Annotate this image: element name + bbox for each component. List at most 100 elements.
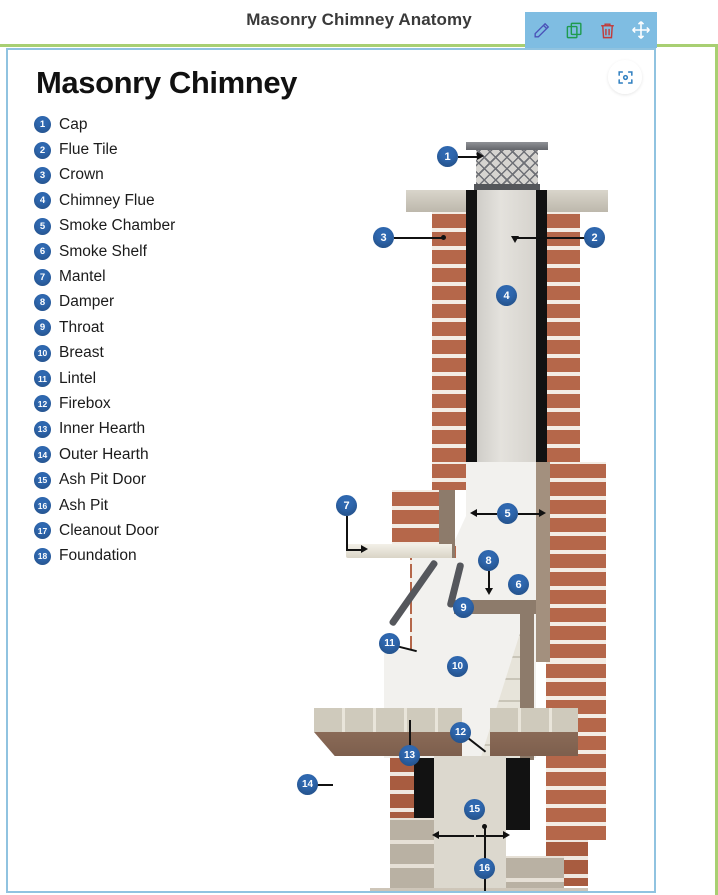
marker-15[interactable]: 15 xyxy=(464,799,485,820)
marker-6[interactable]: 6 xyxy=(508,574,529,595)
marker-10[interactable]: 10 xyxy=(447,656,468,677)
chimney-brick-right-upper xyxy=(546,212,580,462)
legend-badge: 17 xyxy=(34,522,51,540)
delete-icon xyxy=(601,22,614,38)
flue-tile-upper xyxy=(477,190,536,462)
foundation-slab xyxy=(370,888,588,891)
ashpit-door-right xyxy=(506,758,530,830)
object-toolbar xyxy=(525,12,657,48)
leader-7-h xyxy=(346,549,362,551)
page-divider-right xyxy=(715,44,718,895)
legend-label: Chimney Flue xyxy=(59,191,155,209)
marker-1[interactable]: 1 xyxy=(437,146,458,167)
list-item[interactable]: 17 Cleanout Door xyxy=(34,518,314,543)
legend-label: Inner Hearth xyxy=(59,420,146,438)
legend-label: Firebox xyxy=(59,394,111,412)
marker-13[interactable]: 13 xyxy=(399,745,420,766)
chimney-brick-left-upper xyxy=(432,212,466,462)
legend-badge: 10 xyxy=(34,344,51,362)
move-button[interactable] xyxy=(628,17,654,43)
legend-badge: 7 xyxy=(34,268,51,286)
legend-badge: 16 xyxy=(34,497,51,515)
ashpit-door-left xyxy=(414,758,434,820)
air-gap-right-upper xyxy=(536,190,547,462)
leader-8-arrow xyxy=(485,588,493,595)
hearth-slab-right xyxy=(490,732,578,756)
legend-badge: 13 xyxy=(34,420,51,438)
leader-1 xyxy=(458,156,478,158)
legend-title: Masonry Chimney xyxy=(36,65,298,100)
legend-badge: 15 xyxy=(34,471,51,489)
leader-7-arrow xyxy=(361,545,368,553)
marker-5[interactable]: 5 xyxy=(497,503,518,524)
leader-3-dot xyxy=(441,235,446,240)
marker-11[interactable]: 11 xyxy=(379,633,400,654)
legend-badge: 1 xyxy=(34,116,51,134)
marker-3[interactable]: 3 xyxy=(373,227,394,248)
marker-7[interactable]: 7 xyxy=(336,495,357,516)
edit-button[interactable] xyxy=(529,17,555,43)
marker-16[interactable]: 16 xyxy=(474,858,495,879)
legend-label: Ash Pit xyxy=(59,496,109,514)
list-item[interactable]: 13 Inner Hearth xyxy=(34,417,314,442)
list-item[interactable]: 4 Chimney Flue xyxy=(34,188,314,213)
scan-focus-button[interactable] xyxy=(608,60,642,94)
legend-badge: 11 xyxy=(34,370,51,388)
list-item[interactable]: 7 Mantel xyxy=(34,264,314,289)
legend-badge: 8 xyxy=(34,293,51,311)
list-item[interactable]: 10 Breast xyxy=(34,341,314,366)
marker-12[interactable]: 12 xyxy=(450,722,471,743)
leader-5a xyxy=(475,513,497,515)
leader-5-arrow-l xyxy=(470,509,477,517)
leader-5b xyxy=(518,513,540,515)
legend-label: Throat xyxy=(59,318,104,336)
cap-base xyxy=(474,184,540,190)
marker-9[interactable]: 9 xyxy=(453,597,474,618)
list-item[interactable]: 1 Cap xyxy=(34,112,314,137)
list-item[interactable]: 16 Ash Pit xyxy=(34,493,314,518)
marker-4[interactable]: 4 xyxy=(496,285,517,306)
ashpit-block-right xyxy=(506,856,564,888)
legend-label: Breast xyxy=(59,344,104,362)
leader-15b xyxy=(476,835,504,837)
legend-label: Lintel xyxy=(59,369,97,387)
marker-2[interactable]: 2 xyxy=(584,227,605,248)
leader-2-arrow xyxy=(511,236,519,243)
leader-15-arrow-l xyxy=(432,831,439,839)
leader-2 xyxy=(514,237,586,239)
legend-badge: 4 xyxy=(34,192,51,210)
ashpit-cavity xyxy=(434,756,506,888)
delete-button[interactable] xyxy=(595,17,621,43)
leader-16-dot-top xyxy=(482,824,487,829)
leader-5-arrow-r xyxy=(539,509,546,517)
leader-13 xyxy=(409,720,411,746)
leader-8-v xyxy=(488,571,490,589)
leader-3 xyxy=(394,237,444,239)
legend-label: Cap xyxy=(59,115,88,133)
leader-7-v xyxy=(346,516,348,550)
legend-badge: 2 xyxy=(34,141,51,159)
marker-8[interactable]: 8 xyxy=(478,550,499,571)
legend-label: Cleanout Door xyxy=(59,521,159,539)
inner-hearth-top xyxy=(314,708,462,732)
chimney-brick-left-mid xyxy=(432,462,466,490)
duplicate-button[interactable] xyxy=(562,17,588,43)
move-icon xyxy=(631,21,650,39)
cap-plate xyxy=(466,142,548,150)
crown-left xyxy=(406,190,478,212)
marker-14[interactable]: 14 xyxy=(297,774,318,795)
list-item[interactable]: 11 Lintel xyxy=(34,366,314,391)
legend-label: Mantel xyxy=(59,268,106,286)
